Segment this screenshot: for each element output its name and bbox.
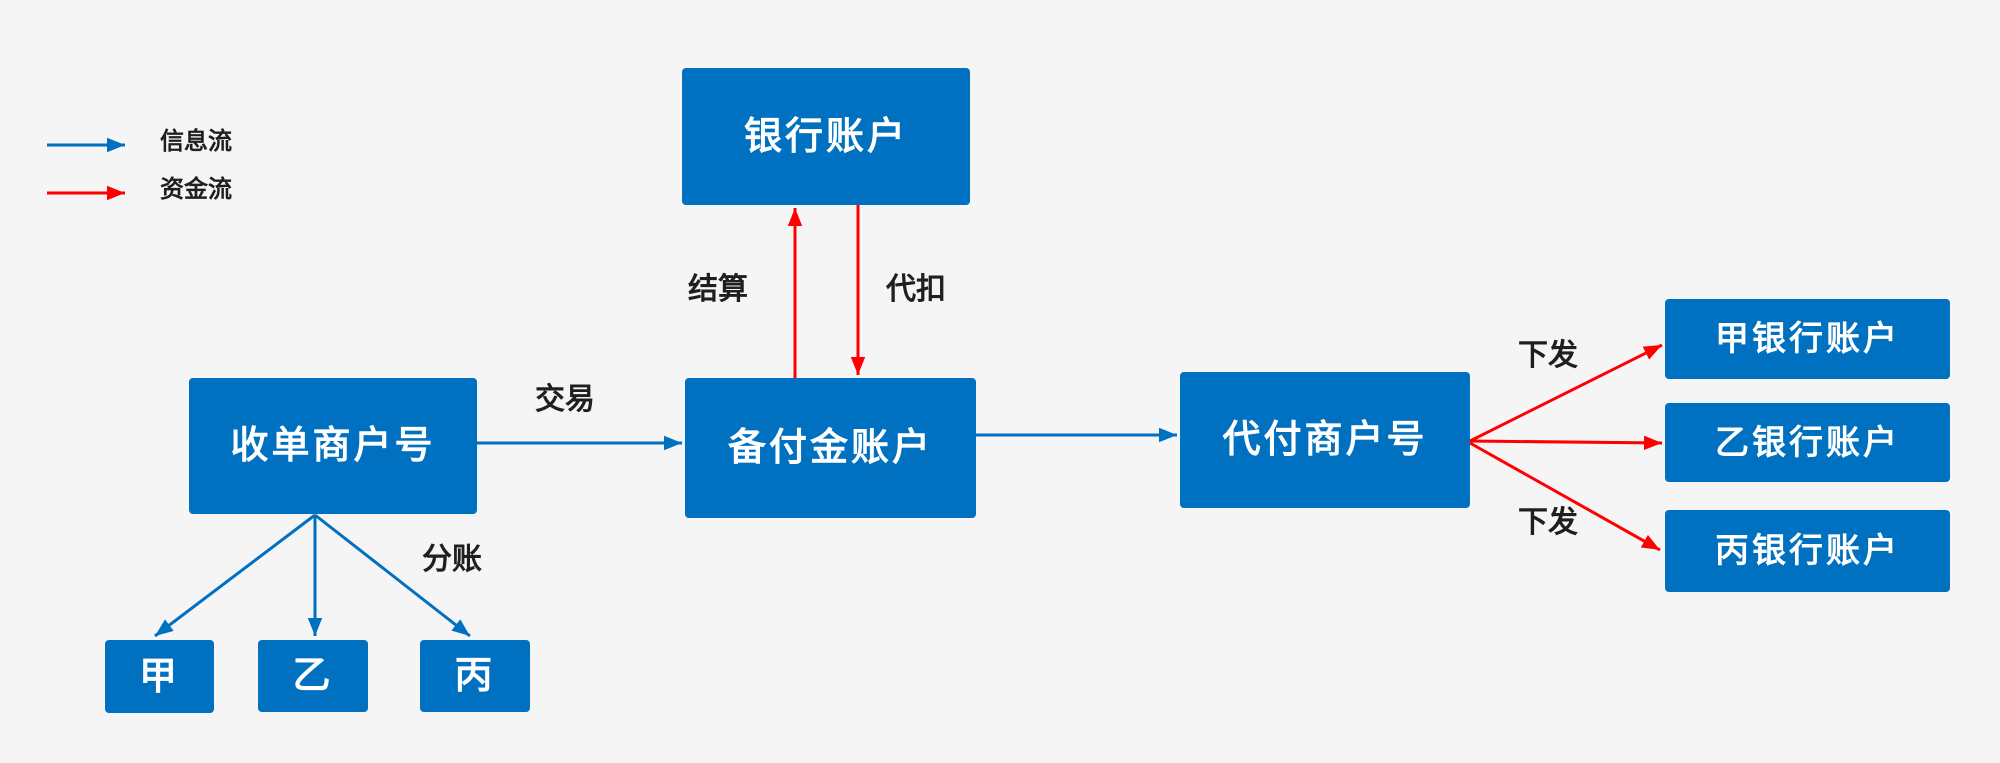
node-bank-account-a: 甲银行账户 bbox=[1665, 299, 1950, 379]
arrow-payout-to-bank-c bbox=[1469, 441, 1661, 552]
node-payout-merchant: 代付商户号 bbox=[1180, 372, 1470, 508]
node-party-a: 甲 bbox=[105, 640, 214, 713]
edge-label-withhold: 代扣 bbox=[886, 273, 946, 306]
node-reserve-fund-account: 备付金账户 bbox=[685, 378, 976, 518]
node-bank-account-c: 丙银行账户 bbox=[1665, 510, 1950, 592]
node-party-b: 乙 bbox=[258, 640, 368, 712]
edge-label-settlement: 结算 bbox=[688, 273, 748, 306]
node-bank-account: 银行账户 bbox=[682, 68, 970, 205]
arrow-split-to-party-a bbox=[154, 513, 316, 638]
edge-label-payout-bottom: 下发 bbox=[1518, 506, 1578, 539]
node-party-c: 丙 bbox=[420, 640, 530, 712]
edge-label-payout-top: 下发 bbox=[1518, 339, 1578, 372]
legend-label-funds-flow: 资金流 bbox=[160, 176, 232, 203]
legend-label-info-flow: 信息流 bbox=[160, 128, 232, 155]
arrow-payout-to-bank-a bbox=[1469, 343, 1663, 443]
arrow-split-to-party-c bbox=[314, 513, 471, 638]
edge-label-split-ledger: 分账 bbox=[422, 543, 482, 576]
edge-label-transaction: 交易 bbox=[535, 383, 595, 416]
node-bank-account-b: 乙银行账户 bbox=[1665, 403, 1950, 482]
arrow-payout-to-bank-b bbox=[1469, 435, 1663, 451]
node-acquiring-merchant: 收单商户号 bbox=[189, 378, 477, 514]
